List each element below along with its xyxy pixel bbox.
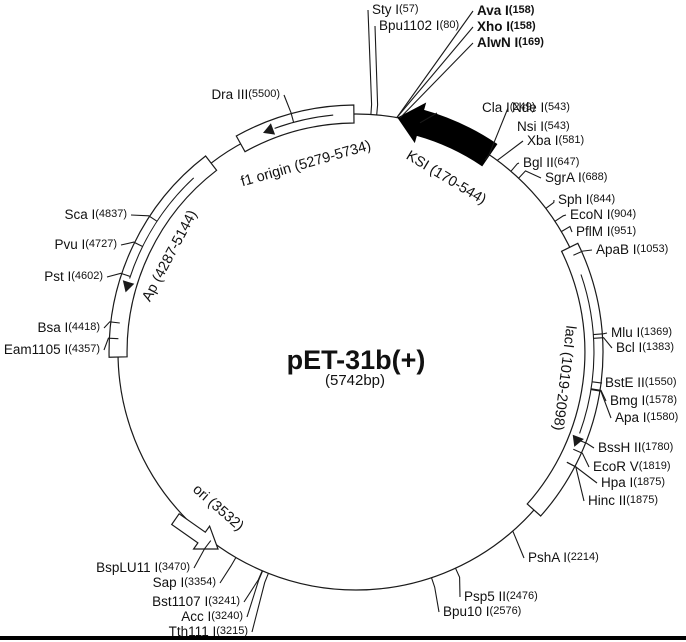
restriction-site-label: Nde I(543) (512, 100, 570, 115)
site-leader-line (396, 26, 474, 118)
restriction-site-label: AlwN I(169) (477, 35, 544, 50)
site-leader-line (545, 199, 555, 209)
site-leader-line (590, 389, 612, 419)
site-leader-line (106, 272, 131, 278)
site-leader-line (396, 10, 474, 118)
site-leader-line (484, 154, 490, 161)
site-leader-line (454, 567, 461, 598)
restriction-site-label: Pvu I(4727) (54, 237, 117, 252)
restriction-site-label: BssH II(1780) (598, 440, 673, 455)
restriction-site-label: PflM I(951) (576, 224, 636, 239)
restriction-site-label: EcoR V(1819) (593, 459, 671, 474)
figure-bottom-border (0, 636, 686, 640)
site-leader-line (577, 439, 595, 449)
restriction-site-label: Bgl II(647) (523, 155, 579, 170)
restriction-site-label: Tth111 I(3215) (169, 624, 248, 639)
site-leader-line (430, 577, 440, 613)
site-leader-line (592, 381, 603, 384)
site-leader-line (488, 107, 509, 155)
restriction-site-label: Hpa I(1875) (601, 475, 665, 490)
restriction-site-label: Sca I(4837) (64, 207, 127, 222)
site-leader-line (566, 461, 585, 502)
restriction-site-label: Sph I(844) (558, 192, 615, 207)
site-leader-line (510, 162, 520, 172)
site-leader-line (593, 337, 613, 349)
feature-f1 (235, 104, 355, 153)
restriction-site-label: Bpu10 I(2576) (443, 604, 521, 619)
restriction-site-label: Bst1107 I(3241) (152, 594, 240, 609)
site-leader-line (367, 9, 373, 115)
site-leader-line (419, 112, 438, 124)
restriction-site-label: Eam1105 I(4357) (4, 342, 100, 357)
restriction-site-label: Sty I(57) (372, 2, 419, 17)
restriction-site-label: Hinc II(1875) (588, 493, 658, 508)
site-leader-line (496, 140, 524, 161)
restriction-site-label: Sap I(3354) (153, 575, 216, 590)
site-leader-line (399, 42, 474, 119)
feature-lacI (526, 242, 604, 517)
site-leader-line (251, 573, 269, 633)
feature-Ap-direction-arrowhead (122, 280, 135, 293)
restriction-site-label: SgrA I(688) (545, 170, 607, 185)
site-leader-line (243, 570, 263, 603)
restriction-site-label: Bcl I(1383) (616, 340, 674, 355)
restriction-site-label: Nsi I(543) (517, 119, 570, 134)
plasmid-size: (5742bp) (324, 372, 386, 389)
site-leader-line (374, 25, 379, 115)
restriction-site-label: Bmg I(1578) (610, 393, 677, 408)
feature-ori (170, 512, 219, 550)
site-leader-line (573, 249, 593, 256)
restriction-site-label: PshA I(2214) (528, 550, 599, 565)
site-leader-line (130, 214, 158, 222)
restriction-site-label: Xba I(581) (527, 133, 584, 148)
restriction-site-label: Acc I(3240) (181, 609, 243, 624)
feature-f1-direction-arrowhead (263, 123, 276, 135)
restriction-site-label: BspLU11 I(3470) (96, 560, 190, 575)
restriction-site-label: Psp5 II(2476) (464, 589, 538, 604)
restriction-site-label: ApaB I(1053) (596, 242, 668, 257)
site-leader-line (591, 388, 607, 402)
site-leader-line (193, 540, 212, 569)
site-leader-line (561, 225, 573, 233)
restriction-site-label: Mlu I(1369) (611, 325, 672, 340)
feature-Ap-direction-line (129, 177, 195, 279)
site-leader-line (512, 530, 525, 559)
restriction-site-label: Ava I(158) (477, 3, 535, 18)
site-leader-line (103, 337, 119, 351)
site-leader-line (219, 557, 237, 584)
restriction-site-label: Bpu1102 I(80) (379, 18, 459, 33)
plasmid-title: pET-31b(+) (286, 345, 426, 375)
restriction-site-label: Cla I(249) (482, 100, 535, 115)
restriction-site-label: Dra III(5500) (211, 87, 280, 102)
restriction-site-label: Bsa I(4418) (37, 320, 100, 335)
feature-f1-direction-line (274, 114, 334, 129)
feature-Ap (108, 155, 218, 358)
site-leader-line (573, 448, 590, 468)
site-leader-line (554, 214, 567, 222)
site-leader-line (120, 241, 143, 247)
feature-lacI-direction-arrowhead (572, 434, 584, 447)
feature-label-f1: f1 origin (5279-5734) (239, 138, 373, 190)
restriction-site-label: EcoN I(904) (570, 207, 636, 222)
feature-label-lacI: lacI (1019-2098) (550, 325, 579, 432)
site-leader-line (593, 332, 608, 336)
feature-KSI (397, 102, 498, 167)
restriction-site-label: Xho I(158) (477, 19, 536, 34)
site-leader-line (103, 321, 120, 329)
restriction-site-label: Pst I(4602) (44, 269, 103, 284)
restriction-site-label: BstE II(1550) (605, 375, 677, 390)
site-leader-line (518, 170, 542, 179)
feature-lacI-direction-line (579, 274, 595, 434)
site-leader-line (283, 94, 295, 123)
restriction-site-label: Apa I(1580) (615, 410, 678, 425)
